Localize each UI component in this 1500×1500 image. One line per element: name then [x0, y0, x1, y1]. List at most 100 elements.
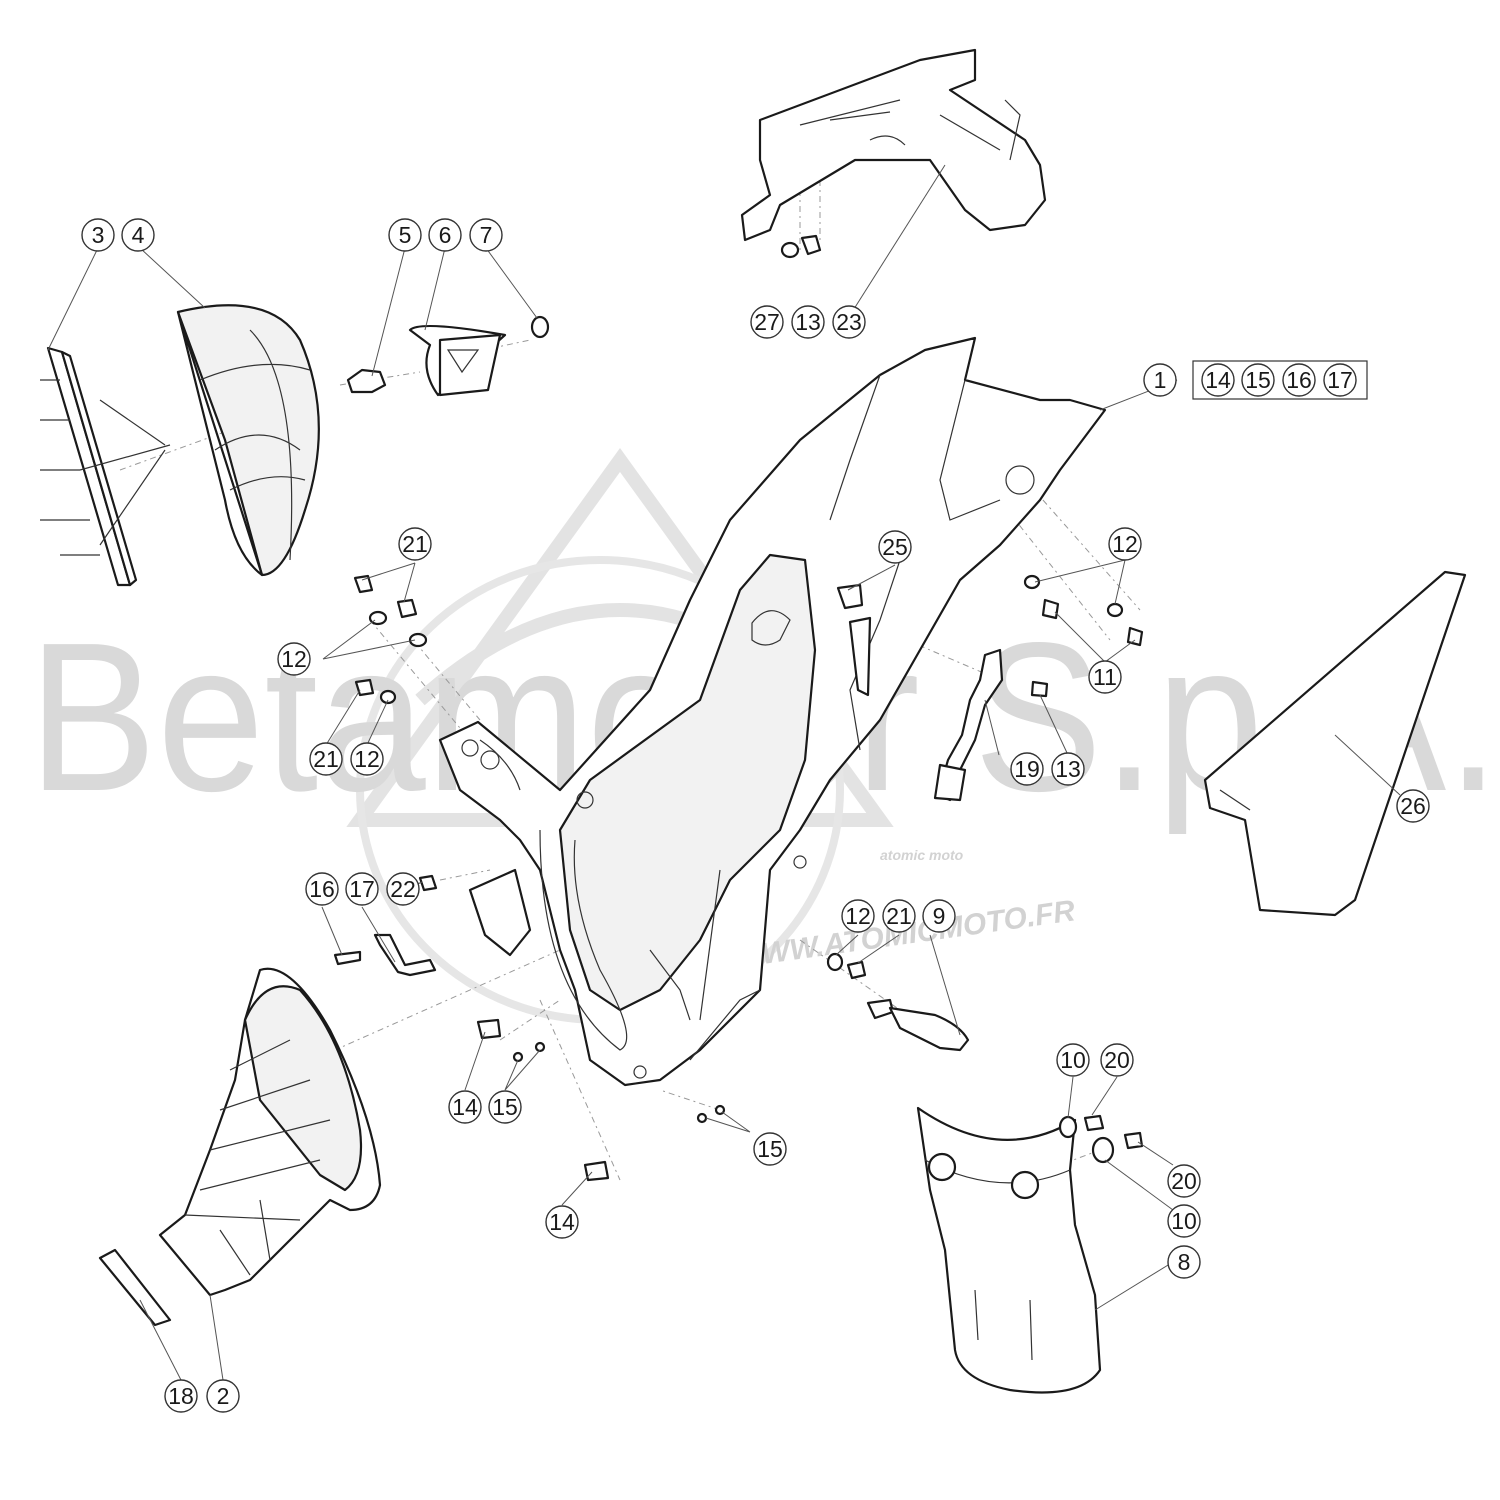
callout-2: 2 — [206, 1379, 240, 1413]
callout-13-mid: 13 — [1051, 752, 1085, 786]
intake-boot — [158, 967, 382, 1297]
bracket-19 — [933, 648, 1004, 802]
svg-text:11: 11 — [1093, 664, 1117, 690]
callout-21-left: 21 — [309, 742, 343, 776]
callout-6: 6 — [428, 218, 462, 252]
svg-text:26: 26 — [1400, 793, 1426, 819]
grommet-10-b — [1091, 1136, 1115, 1164]
svg-text:12: 12 — [281, 646, 307, 672]
svg-text:21: 21 — [402, 531, 428, 557]
kit-box — [1192, 360, 1368, 400]
bolt-13-top — [800, 234, 822, 256]
clip-14-a — [476, 1018, 502, 1040]
heat-shield-8 — [916, 1106, 1144, 1394]
svg-text:14: 14 — [1205, 367, 1231, 393]
svg-text:12: 12 — [845, 903, 871, 929]
callout-23: 23 — [832, 305, 866, 339]
svg-text:22: 22 — [390, 876, 416, 902]
svg-text:27: 27 — [754, 309, 780, 335]
svg-text:20: 20 — [1171, 1168, 1197, 1194]
washer-12-e — [1106, 602, 1124, 618]
svg-text:9: 9 — [933, 903, 946, 929]
bracket-25 — [836, 583, 872, 697]
svg-text:15: 15 — [1245, 367, 1271, 393]
bolt-20-b — [1123, 1131, 1144, 1150]
clamp-18 — [98, 1248, 172, 1327]
callout-17: 17 — [345, 872, 379, 906]
callout-12-left: 12 — [277, 642, 311, 676]
callout-12-right: 12 — [1108, 527, 1142, 561]
svg-text:14: 14 — [549, 1209, 575, 1235]
side-panel-26 — [1203, 570, 1467, 917]
bolt-13-mid — [1030, 680, 1049, 698]
svg-text:10: 10 — [1060, 1047, 1086, 1073]
svg-text:21: 21 — [886, 903, 912, 929]
callout-14-a: 14 — [448, 1090, 482, 1124]
callout-1: 1 — [1143, 363, 1177, 397]
callout-8: 8 — [1167, 1245, 1201, 1279]
bolt-21-c — [354, 678, 375, 697]
callout-kit-17: 17 — [1323, 363, 1357, 397]
svg-text:5: 5 — [399, 222, 412, 248]
svg-text:4: 4 — [132, 222, 145, 248]
washer-7 — [530, 315, 550, 339]
washer-12-lower — [826, 952, 844, 972]
callout-15-a: 15 — [488, 1090, 522, 1124]
callout-19: 19 — [1010, 752, 1044, 786]
callout-21-top: 21 — [398, 527, 432, 561]
svg-text:19: 19 — [1014, 756, 1040, 782]
bolt-20-a — [1083, 1114, 1105, 1132]
screw-15-c — [696, 1112, 708, 1124]
svg-text:21: 21 — [313, 746, 339, 772]
clip-16 — [333, 950, 362, 966]
callout-15-b: 15 — [753, 1132, 787, 1166]
callout-12-left-b: 12 — [350, 742, 384, 776]
filter-clip — [408, 324, 507, 397]
svg-text:3: 3 — [92, 222, 105, 248]
bolt-21-a — [353, 574, 374, 594]
screw-15-b — [534, 1041, 546, 1053]
callout-10-top: 10 — [1056, 1043, 1090, 1077]
svg-text:14: 14 — [452, 1094, 478, 1120]
svg-text:13: 13 — [1055, 756, 1081, 782]
svg-text:18: 18 — [168, 1383, 194, 1409]
callout-27: 27 — [750, 305, 784, 339]
bracket-17 — [373, 933, 437, 977]
bolt-11-a — [1041, 598, 1060, 620]
callout-kit-15: 15 — [1241, 363, 1275, 397]
svg-text:20: 20 — [1104, 1047, 1130, 1073]
svg-text:13: 13 — [795, 309, 821, 335]
svg-text:17: 17 — [1327, 367, 1353, 393]
svg-text:16: 16 — [1286, 367, 1312, 393]
washer-12-c — [379, 689, 397, 705]
rear-subframe-bracket — [740, 48, 1047, 242]
callout-14-b: 14 — [545, 1205, 579, 1239]
svg-text:7: 7 — [480, 222, 493, 248]
filter-cage — [40, 346, 171, 587]
watermark-site-logo: atomic moto — [880, 847, 964, 863]
svg-text:23: 23 — [836, 309, 862, 335]
bolt-11-b — [1126, 626, 1144, 647]
rubber-strap-9 — [866, 998, 970, 1052]
washer-12-d — [1023, 574, 1041, 590]
callout-18: 18 — [164, 1379, 198, 1413]
svg-text:2: 2 — [217, 1383, 230, 1409]
svg-text:16: 16 — [309, 876, 335, 902]
air-filter — [176, 304, 320, 577]
svg-text:12: 12 — [354, 746, 380, 772]
screw-15-a — [512, 1051, 524, 1063]
svg-text:17: 17 — [349, 876, 375, 902]
callout-12-lower: 12 — [841, 899, 875, 933]
svg-text:15: 15 — [492, 1094, 518, 1120]
grommet-10-a — [1058, 1115, 1078, 1139]
callout-26: 26 — [1396, 789, 1430, 823]
callout-22: 22 — [386, 872, 420, 906]
callout-10-right: 10 — [1167, 1204, 1201, 1238]
svg-text:25: 25 — [882, 534, 908, 560]
callout-25: 25 — [878, 530, 912, 564]
main-tank-body — [438, 336, 1107, 1087]
svg-text:15: 15 — [757, 1136, 783, 1162]
callout-3: 3 — [81, 218, 115, 252]
callout-4: 4 — [121, 218, 155, 252]
